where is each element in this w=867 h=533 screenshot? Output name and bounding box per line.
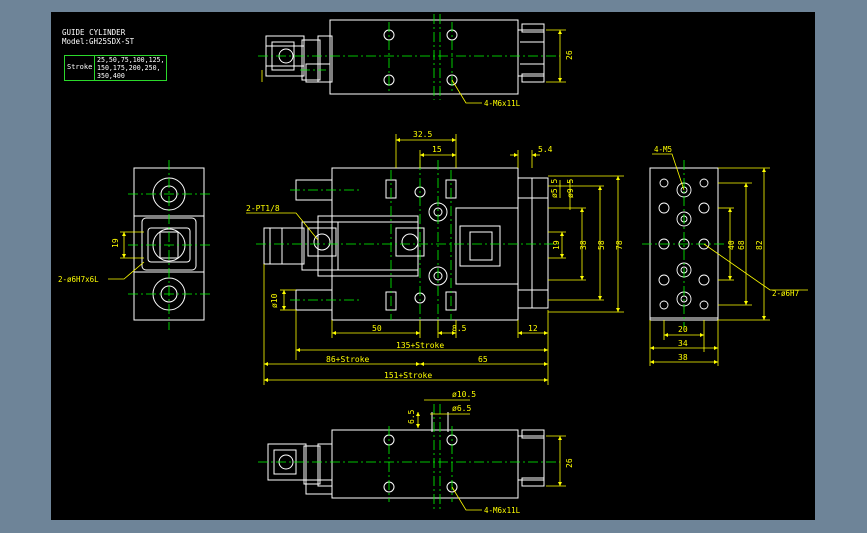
dim-32-5: 32.5 xyxy=(413,130,432,139)
stroke-divider xyxy=(94,56,95,80)
stroke-values-2: 150,175,200,250, xyxy=(97,64,161,72)
drawing-sheet xyxy=(51,12,815,520)
bottom-view: 26 ø10.5 ø6.5 6.5 4-M6x11L xyxy=(258,390,574,515)
callout-pin-right: 2-ø6H7 xyxy=(772,289,799,298)
dim-40: 40 xyxy=(727,240,736,250)
drawing-title: GUIDE CYLINDER xyxy=(62,28,126,37)
dim-68: 68 xyxy=(737,240,746,250)
dim-65: 65 xyxy=(478,355,488,364)
stroke-values-3: 350,400 xyxy=(97,72,125,80)
dim-86-stroke: 86+Stroke xyxy=(326,355,370,364)
stroke-values-1: 25,50,75,100,125, xyxy=(97,56,165,64)
dim-dia-9-5: ø9.5 xyxy=(566,179,575,198)
dim-dia-10-5: ø10.5 xyxy=(452,390,476,399)
right-end-view: 40 68 82 20 34 38 4-M5 2-ø6H7 xyxy=(642,145,808,366)
stroke-table: Stroke 25,50,75,100,125, 150,175,200,250… xyxy=(64,55,167,81)
dim-50: 50 xyxy=(372,324,382,333)
dim-58: 58 xyxy=(597,240,606,250)
callout-m6-top: 4-M6x11L xyxy=(484,99,521,108)
dim-6-5: 6.5 xyxy=(407,409,416,424)
dim-19: 19 xyxy=(552,240,561,250)
dim-12: 12 xyxy=(528,324,538,333)
dim-26-bottom: 26 xyxy=(565,458,574,468)
dim-26-top: 26 xyxy=(565,50,574,60)
dim-78: 78 xyxy=(615,240,624,250)
dim-34: 34 xyxy=(678,339,688,348)
dim-38-right: 38 xyxy=(678,353,688,362)
dim-dia-6-5: ø6.5 xyxy=(452,404,471,413)
dim-82: 82 xyxy=(755,240,764,250)
dim-5-4: 5.4 xyxy=(538,145,553,154)
top-view: 26 4-M6x11L xyxy=(258,14,574,108)
callout-m6-bottom: 4-M6x11L xyxy=(484,506,521,515)
model-value: GH25SDX-ST xyxy=(89,37,135,46)
dim-15: 15 xyxy=(432,145,442,154)
stroke-label: Stroke xyxy=(67,63,93,71)
callout-pt: 2-PT1/8 xyxy=(246,204,280,213)
dim-dia-5-5: ø5.5 xyxy=(550,179,559,198)
main-view: 32.5 15 5.4 ø5.5 ø9.5 19 38 58 78 ø10 50… xyxy=(246,130,624,385)
dim-dia-10: ø10 xyxy=(270,293,279,308)
callout-pin-left: 2-ø6H7x6L xyxy=(58,275,99,284)
model-label: Model: xyxy=(62,37,90,46)
dim-151-stroke: 151+Stroke xyxy=(384,371,432,380)
dim-20: 20 xyxy=(678,325,688,334)
dim-8-5: 8.5 xyxy=(452,324,467,333)
left-end-view: 19 2-ø6H7x6L xyxy=(58,160,210,330)
callout-m5: 4-M5 xyxy=(654,145,672,154)
dim-38: 38 xyxy=(579,240,588,250)
dim-19-left: 19 xyxy=(111,238,120,248)
dim-135-stroke: 135+Stroke xyxy=(396,341,444,350)
